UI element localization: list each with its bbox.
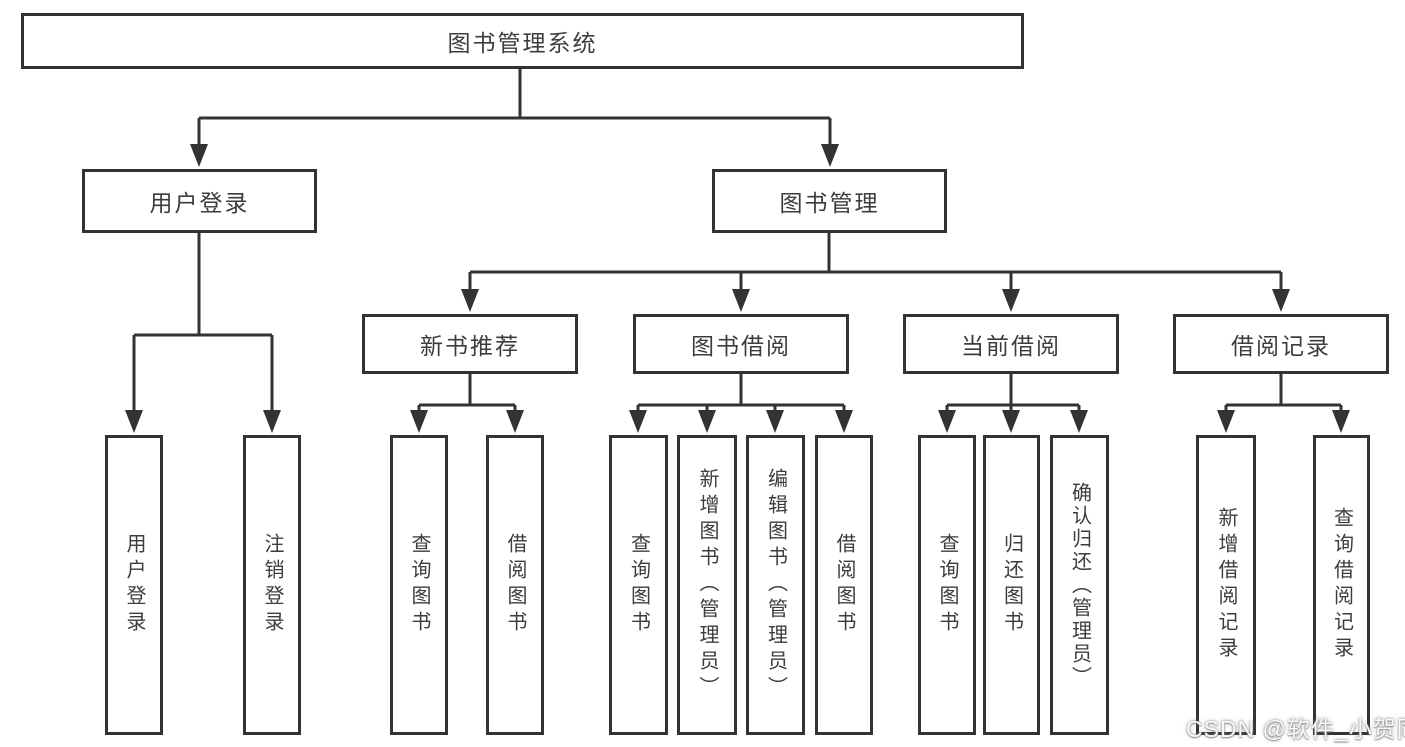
leaf-records-add-record: 新增借阅记录 — [1196, 435, 1256, 735]
node-label: 借阅图书 — [833, 533, 855, 637]
connector-management — [461, 233, 1290, 312]
node-label: 当前借阅 — [961, 333, 1061, 359]
arrowhead — [1002, 410, 1020, 433]
arrowhead — [629, 410, 647, 433]
leaf-newbooks-borrow-books: 借阅图书 — [486, 435, 544, 735]
node-label: 新增借阅记录 — [1215, 507, 1237, 663]
node-label: 注销登录 — [261, 533, 283, 637]
node-current-borrowing: 当前借阅 — [903, 314, 1119, 374]
connector-root — [190, 66, 839, 167]
leaf-borrowing-query-books: 查询图书 — [609, 435, 668, 735]
edge-path — [417, 374, 517, 412]
leaf-current-query-books: 查询图书 — [918, 435, 976, 735]
leaf-borrowing-add-books-admin: 新增图书（管理员） — [677, 435, 737, 735]
node-new-book-recommendation: 新书推荐 — [362, 314, 578, 374]
arrowhead — [125, 410, 143, 433]
arrowhead — [698, 410, 716, 433]
node-label: 归还图书 — [1000, 533, 1023, 637]
edge-path — [636, 374, 846, 412]
node-label: 查询图书 — [936, 533, 958, 637]
arrowhead — [938, 410, 956, 433]
node-label: 查询借阅记录 — [1330, 507, 1353, 663]
node-label: 用户登录 — [149, 190, 250, 216]
edge-path — [132, 233, 274, 412]
leaf-borrowing-edit-books-admin: 编辑图书（管理员） — [746, 435, 805, 735]
node-label: 查询图书 — [627, 533, 650, 637]
connector-records — [1217, 374, 1350, 433]
arrowhead — [461, 289, 479, 312]
arrowhead — [1217, 410, 1235, 433]
node-label: 图书管理 — [779, 190, 880, 216]
node-label: 查询图书 — [408, 533, 430, 637]
node-borrowing-records: 借阅记录 — [1173, 314, 1389, 374]
edge-path — [945, 374, 1081, 412]
leaf-current-return-books: 归还图书 — [983, 435, 1040, 735]
connector-login — [125, 233, 281, 433]
arrowhead — [1332, 410, 1350, 433]
leaf-current-confirm-return-admin: 确认归还（管理员） — [1050, 435, 1109, 735]
node-label: 编辑图书（管理员） — [764, 468, 787, 702]
arrowhead — [190, 144, 208, 167]
node-book-management: 图书管理 — [712, 169, 947, 233]
arrowhead — [766, 410, 784, 433]
watermark-csdn: CSDN @软件_小贺同学 — [1186, 716, 1405, 742]
node-user-login: 用户登录 — [82, 169, 317, 233]
arrowhead — [410, 410, 428, 433]
arrowhead — [1070, 410, 1088, 433]
leaf-newbooks-query-books: 查询图书 — [390, 435, 448, 735]
connector-new-books — [410, 374, 524, 433]
arrowhead — [506, 410, 524, 433]
leaf-user-login: 用户登录 — [105, 435, 163, 735]
node-label: 图书借阅 — [691, 333, 791, 359]
leaf-records-query-record: 查询借阅记录 — [1313, 435, 1370, 735]
connector-current — [938, 374, 1088, 433]
node-library-system: 图书管理系统 — [21, 13, 1024, 69]
node-label: 确认归还（管理员） — [1068, 481, 1091, 689]
arrowhead — [1272, 289, 1290, 312]
leaf-logout: 注销登录 — [243, 435, 301, 735]
node-label: 新增图书（管理员） — [696, 468, 718, 702]
node-label: 图书管理系统 — [447, 30, 598, 56]
node-label: 新书推荐 — [420, 333, 520, 359]
arrowhead — [821, 144, 839, 167]
edge-path — [1224, 374, 1343, 412]
edge-path — [197, 66, 832, 148]
edge-path — [468, 233, 1283, 290]
arrowhead — [1002, 289, 1020, 312]
arrowhead — [835, 410, 853, 433]
arrowhead — [732, 289, 750, 312]
node-label: 借阅记录 — [1231, 333, 1331, 359]
node-label: 借阅图书 — [504, 533, 526, 637]
leaf-borrowing-borrow-books: 借阅图书 — [815, 435, 873, 735]
node-label: 用户登录 — [123, 533, 145, 637]
connector-borrowing — [629, 374, 853, 433]
node-book-borrowing: 图书借阅 — [633, 314, 849, 374]
arrowhead — [263, 410, 281, 433]
